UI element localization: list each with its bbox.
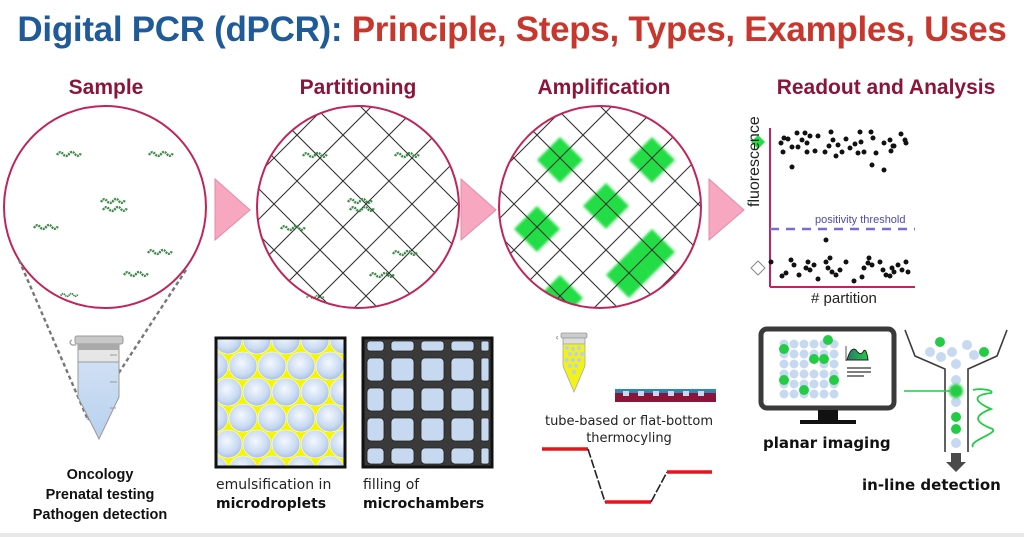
arrow-icon [460, 177, 497, 242]
positive-partitions [778, 129, 909, 173]
down-arrow-icon [946, 453, 966, 472]
negative-diamond-icon [750, 260, 766, 276]
sample-uses: Oncology Prenatal testing Pathogen detec… [0, 465, 200, 525]
arrow-icon [214, 177, 251, 242]
step-label-sample: Sample [68, 76, 144, 99]
page-title: Digital PCR (dPCR): Principle, Steps, Ty… [0, 10, 1024, 50]
flow-channel-icon [904, 329, 1008, 472]
chart-ylabel: fluorescence [746, 116, 763, 207]
title-main: Digital PCR (dPCR): [17, 10, 352, 49]
use-pathogen-detection: Pathogen detection [32, 507, 168, 523]
negative-partitions [768, 237, 911, 284]
planar-imaging-label: planar imaging [763, 434, 891, 452]
step-label-readout: Readout and Analysis [776, 76, 996, 99]
positive-diamond-icon [751, 135, 765, 149]
microdroplets-caption: emulsification in microdroplets [216, 477, 332, 512]
thermocycle-profile-icon [542, 447, 712, 504]
partitioning-circle [256, 105, 460, 309]
fluorescence-scatter-chart [750, 128, 915, 288]
step-label-amplification: Amplification [537, 76, 671, 99]
microchambers-icon [361, 336, 494, 469]
microtube-icon [69, 335, 124, 441]
droplet-tube-icon [556, 332, 588, 394]
sample-circle [3, 105, 207, 309]
arrow-icon [708, 177, 745, 242]
microdroplets-icon [214, 336, 347, 469]
inline-detection-label: in-line detection [862, 476, 1001, 494]
step-label-partitioning: Partitioning [299, 76, 417, 99]
thermocycling-caption: tube-based or flat-bottom thermocyling [544, 414, 714, 446]
use-prenatal-testing: Prenatal testing [45, 487, 155, 503]
use-oncology: Oncology [66, 467, 134, 483]
microchambers-caption: filling of microchambers [363, 477, 485, 512]
bottom-divider [0, 533, 1024, 537]
flat-chip-icon [615, 389, 716, 402]
monitor-icon [758, 326, 897, 424]
chart-xlabel: # partition [811, 290, 877, 307]
threshold-label: positivity threshold [815, 214, 906, 226]
title-subtitle: Principle, Steps, Types, Examples, Uses [351, 10, 1007, 49]
